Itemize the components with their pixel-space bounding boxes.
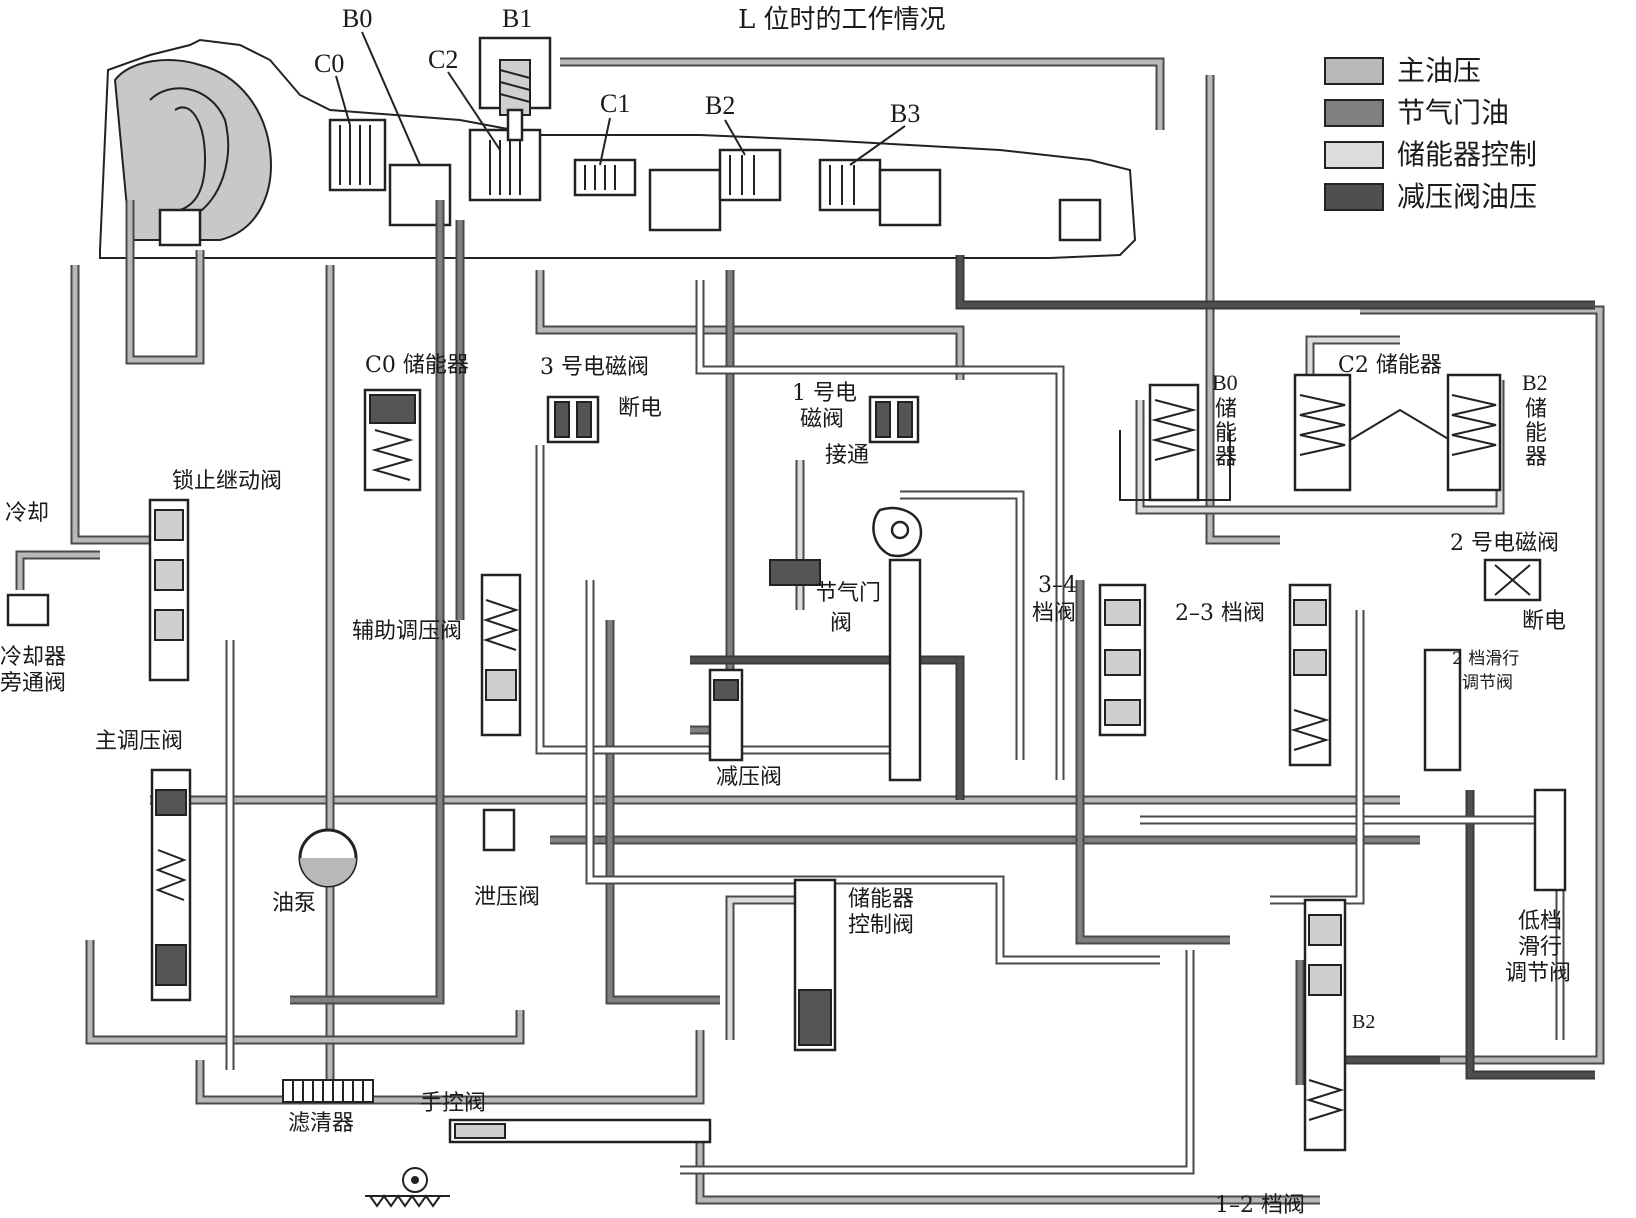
diagram-title: L 位时的工作情况 (738, 5, 946, 35)
label-c2-accumulator: C2 储能器 (1338, 353, 1442, 378)
b0-accumulator (1119, 383, 1231, 502)
legend-swatch-main-pressure (1324, 57, 1384, 85)
legend-label-throttle: 节气门油 (1397, 96, 1509, 129)
label-aux-regulator: 辅助调压阀 (352, 619, 462, 644)
label-primary-regulator: 主调压阀 (95, 729, 183, 754)
label-solenoid-2-state: 断电 (1522, 609, 1566, 634)
label-b0: B0 (342, 4, 372, 33)
label-filter: 滤清器 (288, 1111, 354, 1136)
label-b2-acc-1: 储 (1525, 397, 1547, 422)
label-low-coast-1: 滑行 (1518, 935, 1562, 960)
manual-valve (365, 1118, 712, 1208)
label-c1: C1 (600, 89, 630, 118)
label-b0-acc-2: 能 (1215, 421, 1237, 446)
c2-accumulator (1293, 373, 1451, 492)
shift-valve-2-3 (1288, 583, 1332, 767)
label-lockup-relay: 锁止继动阀 (172, 469, 282, 494)
legend-label-accumulator: 储能器控制 (1397, 138, 1537, 171)
label-c0: C0 (314, 49, 344, 78)
oil-filter (282, 1079, 374, 1103)
reducing-valve (708, 668, 744, 762)
legend-label-reducing: 减压阀油压 (1397, 180, 1537, 213)
coast-modulator-2 (1423, 648, 1462, 772)
label-solenoid-1-b: 磁阀 (800, 407, 844, 432)
label-reducing-valve: 减压阀 (716, 765, 782, 790)
label-b1: B1 (502, 4, 532, 33)
label-b2: B2 (705, 91, 735, 120)
aux-regulator-valve (480, 573, 522, 737)
label-coast2-b: 调节阀 (1462, 673, 1513, 693)
label-throttle-valve-a: 节气门 (815, 581, 881, 606)
solenoid-3 (546, 395, 600, 444)
label-solenoid-1-state: 接通 (825, 443, 869, 468)
oil-pump (298, 828, 358, 888)
solenoid-2 (1483, 558, 1542, 602)
label-acc-control-b: 控制阀 (848, 913, 914, 938)
label-c2: C2 (428, 45, 458, 74)
label-b0-acc-3: 器 (1215, 445, 1237, 470)
label-cooler-bypass-b: 旁通阀 (0, 671, 66, 696)
label-b2-acc-3: 器 (1525, 445, 1547, 470)
label-solenoid-3: 3 号电磁阀 (540, 355, 649, 380)
label-c0-accumulator: C0 储能器 (365, 353, 469, 378)
legend-label-main-pressure: 主油压 (1397, 54, 1481, 87)
label-solenoid-3-state: 断电 (618, 396, 662, 421)
label-solenoid-1-a: 1 号电 (792, 381, 857, 406)
cooler-bypass-valve (6, 593, 50, 627)
label-solenoid-2: 2 号电磁阀 (1450, 531, 1559, 556)
label-b2-acc-0: B2 (1522, 370, 1548, 395)
label-oil-pump: 油泵 (272, 891, 316, 916)
shift-valve-1-2 (1303, 898, 1347, 1152)
label-b3: B3 (890, 99, 920, 128)
throttle-valve (769, 506, 923, 782)
legend: 主油压 节气门油 储能器控制 减压阀油压 (1324, 54, 1537, 213)
label-cooler-bypass-a: 冷却器 (0, 645, 66, 670)
legend-swatch-throttle (1324, 99, 1384, 127)
low-coast-modulator (1533, 788, 1567, 892)
label-low-coast-0: 低档 (1518, 909, 1562, 934)
label-shift34-b: 档阀 (1032, 601, 1076, 626)
label-manual-valve: 手控阀 (420, 1091, 486, 1116)
label-b2-acc-2: 能 (1525, 421, 1547, 446)
label-relief-valve: 泄压阀 (474, 885, 540, 910)
accumulator-control-valve (793, 878, 837, 1052)
label-acc-control-a: 储能器 (848, 887, 914, 912)
label-b0-acc-1: 储 (1215, 397, 1237, 422)
primary-regulator-valve (150, 768, 192, 1002)
label-low-coast-2: 调节阀 (1505, 961, 1571, 986)
relief-valve (482, 808, 516, 852)
c0-accumulator (363, 388, 422, 492)
solenoid-1 (868, 395, 920, 444)
transmission-case (99, 36, 1137, 259)
label-b0-acc-0: B0 (1212, 370, 1238, 395)
label-cooling: 冷却 (5, 501, 49, 526)
legend-swatch-reducing (1324, 183, 1384, 211)
label-coast2-a: 2 档滑行 (1452, 649, 1519, 669)
label-shift34-a: 3–4 (1038, 573, 1077, 598)
legend-swatch-accumulator (1324, 141, 1384, 169)
shift-valve-3-4 (1098, 583, 1147, 737)
label-b2-small: B2 (1352, 1011, 1375, 1033)
b2-accumulator (1446, 373, 1502, 492)
label-shift23: 2–3 档阀 (1175, 601, 1265, 626)
label-shift12: 1–2 档阀 (1215, 1193, 1305, 1218)
lockup-relay-valve (148, 498, 190, 682)
label-throttle-valve-b: 阀 (830, 611, 852, 636)
